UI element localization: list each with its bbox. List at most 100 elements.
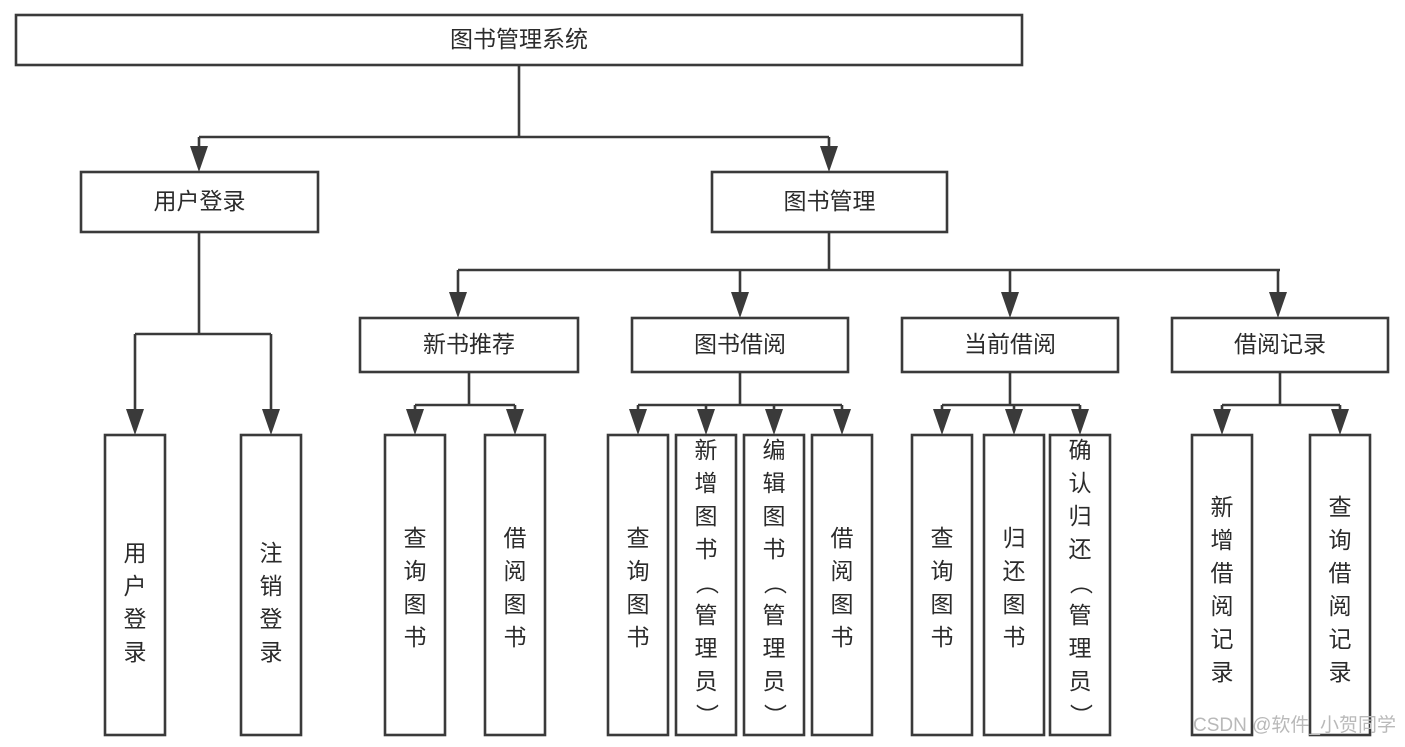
svg-text:阅: 阅 <box>504 558 527 584</box>
leaf-query-book-1-box[interactable] <box>383 433 447 737</box>
svg-text:员: 员 <box>763 668 786 694</box>
svg-text:户: 户 <box>124 573 147 599</box>
svg-text:借: 借 <box>1211 560 1234 586</box>
leaf-add-borrow-record-box[interactable] <box>1190 433 1254 737</box>
leaf-edit-book-box[interactable] <box>742 433 806 737</box>
arrow-head-icon <box>731 292 749 318</box>
svg-text:图: 图 <box>627 591 650 617</box>
svg-text:询: 询 <box>1329 527 1352 553</box>
svg-text:员: 员 <box>695 668 718 694</box>
svg-text:录: 录 <box>1211 659 1234 685</box>
svg-text:）: ） <box>694 704 720 727</box>
node-current-borrow-box[interactable] <box>900 316 1120 374</box>
svg-text:新: 新 <box>695 437 718 463</box>
svg-text:图: 图 <box>404 591 427 617</box>
arrow-head-icon <box>449 292 467 318</box>
arrow-head-icon <box>1331 409 1349 435</box>
svg-text:书: 书 <box>931 624 954 650</box>
svg-text:归: 归 <box>1069 503 1092 529</box>
svg-text:增: 增 <box>695 470 718 496</box>
svg-text:（: （ <box>694 572 720 595</box>
svg-text:理: 理 <box>1069 635 1092 661</box>
arrow-head-icon <box>629 409 647 435</box>
arrow-head-icon <box>190 146 208 172</box>
svg-text:（: （ <box>762 572 788 595</box>
leaf-return-book-box[interactable] <box>982 433 1046 737</box>
leaf-confirm-return-box[interactable] <box>1048 433 1112 737</box>
root-node-label: 图书管理系统 <box>450 26 588 52</box>
arrow-head-icon <box>126 409 144 435</box>
svg-text:新: 新 <box>1211 494 1234 520</box>
leaf-query-borrow-record-box[interactable] <box>1308 433 1372 737</box>
svg-text:理: 理 <box>763 635 786 661</box>
arrow-head-icon <box>1071 409 1089 435</box>
leaf-borrow-book-1-box[interactable] <box>483 433 547 737</box>
svg-text:录: 录 <box>124 639 147 665</box>
svg-text:借: 借 <box>831 525 854 551</box>
node-borrow-record-box[interactable] <box>1170 316 1390 374</box>
arrow-head-icon <box>933 409 951 435</box>
leaf-login-label: 用户登录 <box>124 540 147 665</box>
svg-text:确: 确 <box>1069 437 1092 463</box>
node-user-login-label: 用户登录 <box>154 188 246 214</box>
connector-layer <box>126 65 1349 435</box>
node-new-book-recommend-box[interactable] <box>358 316 580 374</box>
node-borrow-record-label: 借阅记录 <box>1234 331 1326 357</box>
arrow-head-icon <box>833 409 851 435</box>
node-new-book-recommend-label: 新书推荐 <box>423 331 515 357</box>
svg-text:认: 认 <box>1069 470 1092 496</box>
svg-text:图: 图 <box>695 503 718 529</box>
arrow-head-icon <box>262 409 280 435</box>
svg-text:归: 归 <box>1003 525 1026 551</box>
svg-text:书: 书 <box>1003 624 1026 650</box>
svg-text:阅: 阅 <box>1329 593 1352 619</box>
svg-text:增: 增 <box>1211 527 1234 553</box>
root-node-box[interactable] <box>14 13 1024 67</box>
node-book-borrow-box[interactable] <box>630 316 850 374</box>
node-user-login-box[interactable] <box>79 170 320 234</box>
leaf-query-book-3-box[interactable] <box>910 433 974 737</box>
leaf-login-box[interactable] <box>103 433 167 737</box>
svg-text:书: 书 <box>504 624 527 650</box>
leaf-query-book-2-box[interactable] <box>606 433 670 737</box>
svg-text:查: 查 <box>627 525 650 551</box>
leaf-borrow-book-2-box[interactable] <box>810 433 874 737</box>
svg-text:图: 图 <box>504 591 527 617</box>
svg-text:图: 图 <box>1003 591 1026 617</box>
svg-text:阅: 阅 <box>1211 593 1234 619</box>
leaf-add-book-box[interactable] <box>674 433 738 737</box>
svg-text:询: 询 <box>627 558 650 584</box>
svg-text:询: 询 <box>404 558 427 584</box>
node-current-borrow-label: 当前借阅 <box>964 331 1056 357</box>
svg-text:书: 书 <box>763 536 786 562</box>
svg-text:图: 图 <box>931 591 954 617</box>
svg-text:编: 编 <box>763 437 786 463</box>
svg-text:书: 书 <box>831 624 854 650</box>
svg-text:登: 登 <box>124 606 147 632</box>
node-book-management-box[interactable] <box>710 170 949 234</box>
svg-text:图: 图 <box>831 591 854 617</box>
arrow-head-icon <box>765 409 783 435</box>
svg-text:查: 查 <box>1329 494 1352 520</box>
svg-text:还: 还 <box>1003 558 1026 584</box>
svg-text:（: （ <box>1068 572 1094 595</box>
svg-text:查: 查 <box>404 525 427 551</box>
svg-text:借: 借 <box>504 525 527 551</box>
node-book-management-label: 图书管理 <box>784 188 876 214</box>
svg-text:书: 书 <box>695 536 718 562</box>
svg-text:还: 还 <box>1069 536 1092 562</box>
leaf-logout-box[interactable] <box>239 433 303 737</box>
svg-text:管: 管 <box>1069 602 1092 628</box>
svg-text:记: 记 <box>1211 626 1234 652</box>
svg-text:管: 管 <box>763 602 786 628</box>
arrow-head-icon <box>1005 409 1023 435</box>
svg-text:注: 注 <box>260 540 283 566</box>
